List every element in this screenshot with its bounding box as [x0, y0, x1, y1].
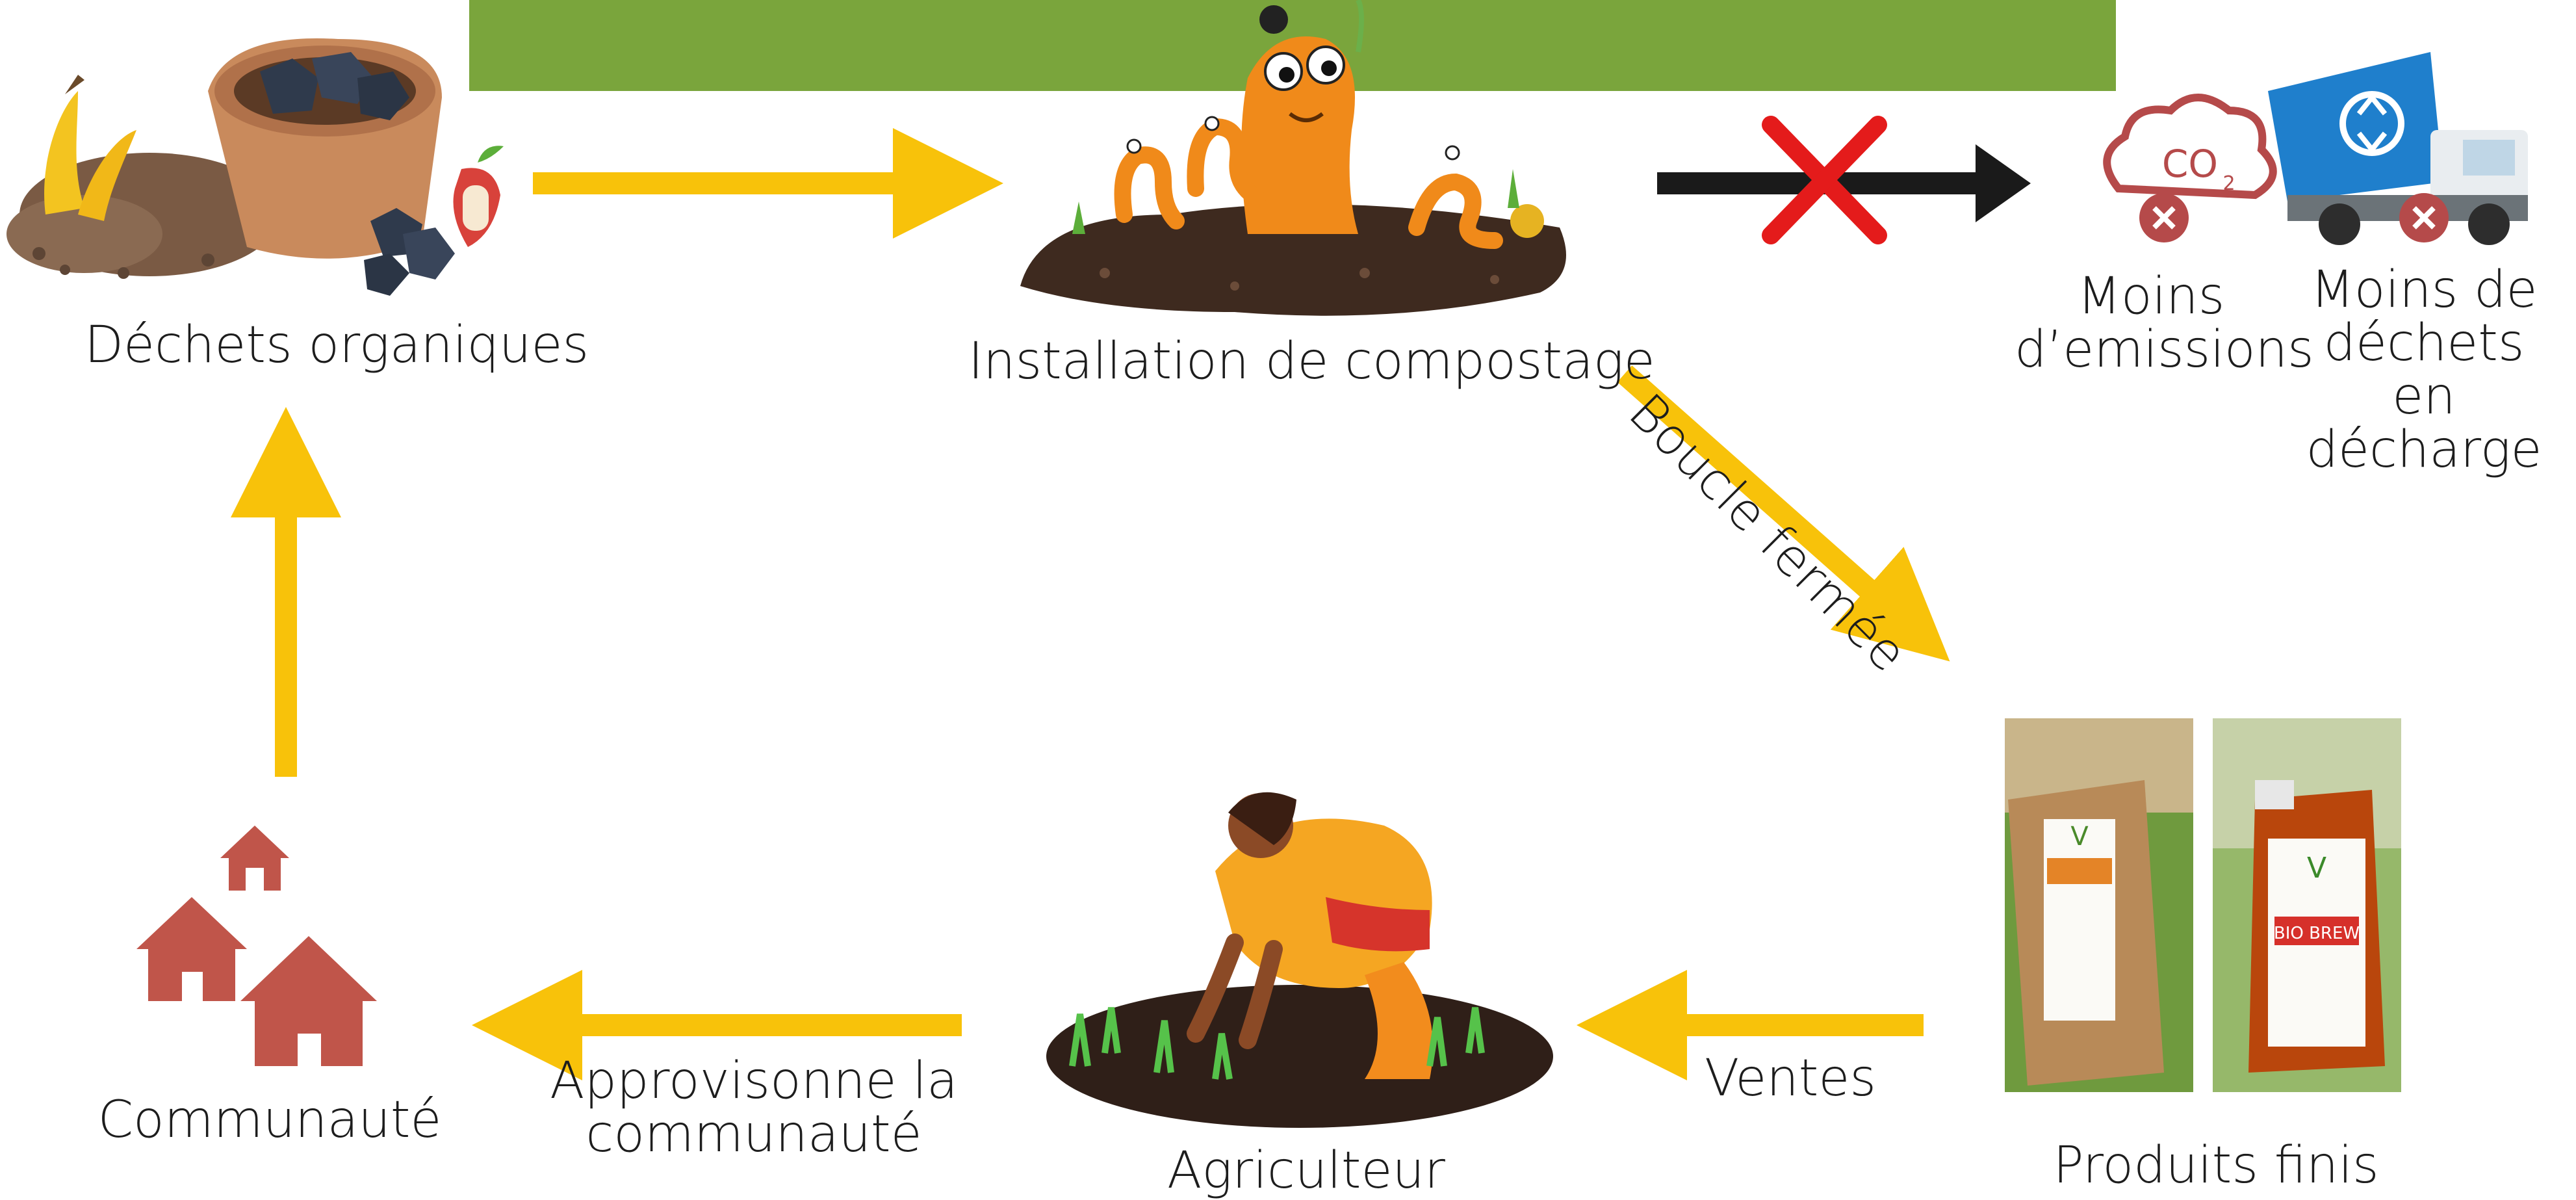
garbage-truck-icon [2268, 52, 2528, 245]
arrow-compost-to-products [1617, 365, 1950, 662]
label-less-landfill-line2: déchets en [2323, 314, 2525, 426]
label-sales: Ventes [1705, 1049, 1876, 1108]
svg-text:CO: CO [2162, 142, 2218, 186]
co2-icon: CO 2 [2103, 94, 2277, 242]
bottle-name-text: BIO BREW [2274, 924, 2360, 943]
houses-icon [136, 826, 377, 1066]
svg-text:2: 2 [2222, 172, 2235, 195]
label-less-emissions-line1: Moins [2077, 267, 2225, 326]
label-supplies-community: Approvisonne la communauté [533, 1054, 975, 1161]
label-finished-products: Produits finis [2053, 1136, 2379, 1195]
label-less-landfill: Moins de déchets en décharge [2287, 263, 2560, 476]
label-community: Communauté [97, 1091, 442, 1149]
label-compost-facility: Installation de compostage [968, 332, 1655, 391]
farmer-icon [1046, 792, 1553, 1128]
label-less-landfill-line3: décharge [2306, 421, 2542, 479]
label-supplies-line2: communauté [586, 1105, 922, 1164]
label-less-landfill-line1: Moins de [2310, 261, 2538, 319]
organic-waste-icon [6, 38, 504, 296]
finished-products-photo: V V BIO BREW [2005, 718, 2401, 1092]
bag-brand-text: V [2070, 822, 2089, 852]
label-farmer: Agriculteur [1167, 1141, 1445, 1200]
label-organic-waste: Déchets organiques [84, 316, 589, 374]
cross-icon [1762, 116, 1887, 244]
label-less-emissions: Moins d’emissions [2015, 267, 2314, 379]
label-less-emissions-line2: d’emissions [2015, 320, 2314, 379]
label-supplies-line1: Approvisonne la [550, 1052, 958, 1110]
bottle-brand-text: V [2307, 852, 2326, 885]
compost-worms-icon [1020, 0, 1566, 316]
